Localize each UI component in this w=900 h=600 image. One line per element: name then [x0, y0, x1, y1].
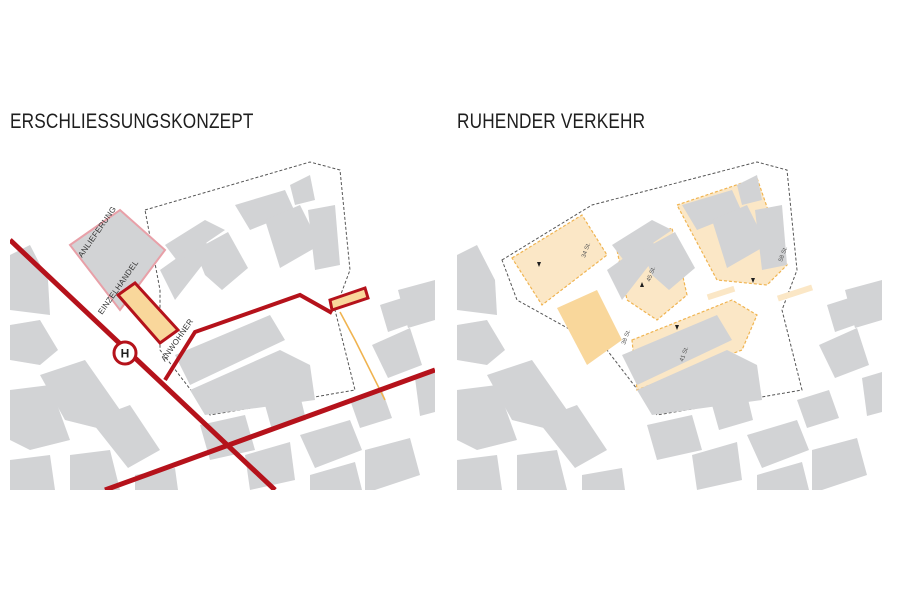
main-road-diagonal — [10, 238, 277, 490]
label-p4: 38 St. — [621, 329, 632, 346]
parking-strip-1 — [706, 285, 736, 301]
label-p1: 34 St. — [581, 242, 592, 259]
footpath — [339, 311, 386, 401]
title-ruhender-verkehr: RUHENDER VERKEHR — [457, 110, 646, 133]
label-p2: 45 St. — [646, 266, 657, 283]
map-left-svg: H ANLIEFERUNG EINZELHANDEL ANWOHNER — [10, 161, 435, 490]
main-road-south — [104, 367, 435, 490]
label-p5: 41 St. — [679, 346, 690, 363]
parking-p1 — [511, 214, 608, 306]
entry-arrow-icon — [751, 278, 755, 283]
entry-arrow-icon — [675, 325, 679, 330]
parking-anwohner-small — [328, 286, 370, 312]
title-erschliessungskonzept: ERSCHLIESSUNGSKONZEPT — [10, 110, 254, 133]
parking-strip-2 — [776, 284, 814, 302]
map-right-svg: 34 St. 45 St. 58 St. 38 St. 41 St. — [457, 161, 882, 490]
entry-arrow-icon — [640, 282, 644, 287]
retail-area-einzelhandel — [115, 281, 181, 346]
bus-stop-icon — [112, 340, 138, 366]
access-road-anwohner — [163, 292, 333, 382]
retail-block-anlieferung — [68, 208, 167, 312]
site-buildings — [160, 175, 340, 415]
entry-arrow-icon — [537, 262, 541, 267]
map-erschliessungskonzept: H ANLIEFERUNG EINZELHANDEL ANWOHNER — [10, 150, 435, 490]
map-ruhender-verkehr: 34 St. 45 St. 58 St. 38 St. 41 St. — [457, 150, 882, 490]
parking-p4 — [557, 290, 622, 365]
label-p3: 58 St. — [778, 246, 789, 263]
bus-stop-label: H — [121, 347, 130, 361]
